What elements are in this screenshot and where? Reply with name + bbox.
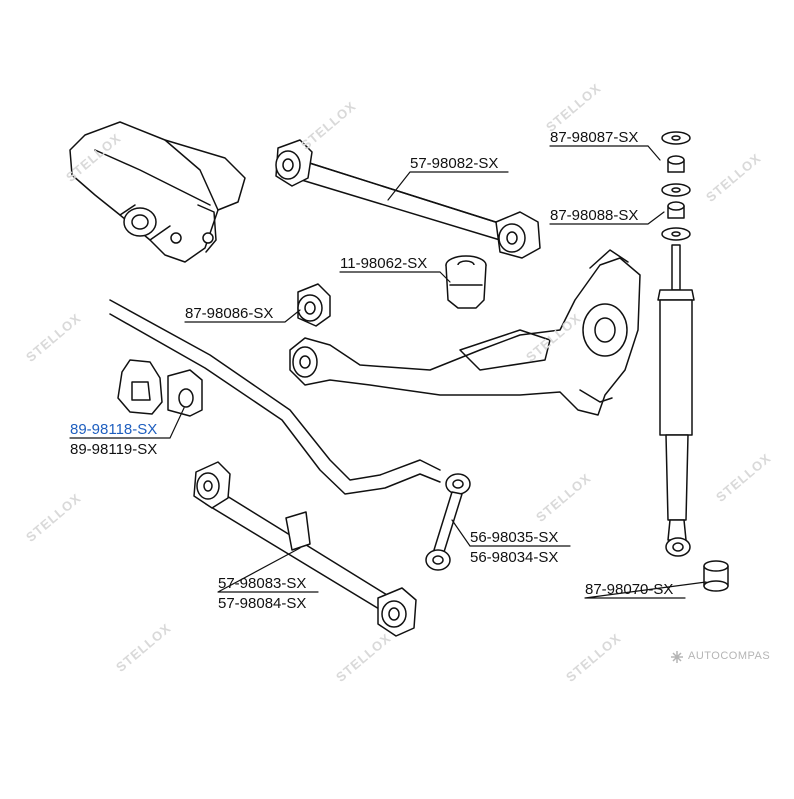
shock-absorber-drawing	[657, 244, 695, 557]
part-label-57-98082-sx[interactable]: 57-98082-SX	[410, 155, 499, 172]
stabilizer-bush-drawing	[167, 369, 203, 417]
stabilizer-bracket-drawing	[117, 359, 163, 415]
part-label-57-98084-sx[interactable]: 57-98084-SX	[218, 595, 307, 612]
leader-lines	[69, 145, 707, 599]
stabilizer-bar-drawing	[109, 299, 441, 495]
part-label-57-98083-sx[interactable]: 57-98083-SX	[218, 575, 307, 592]
part-label-56-98035-sx[interactable]: 56-98035-SX	[470, 529, 559, 546]
part-label-89-98119-sx[interactable]: 89-98119-SX	[70, 441, 158, 458]
part-label-87-98086-sx[interactable]: 87-98086-SX	[185, 305, 274, 322]
autocompas-logo-icon	[669, 649, 685, 665]
upper-arm-drawing	[275, 139, 541, 259]
credit-autocompas: AUTOCOMPAS	[688, 650, 771, 662]
shock-top-washers-drawing	[661, 131, 691, 241]
lower-arm-drawing	[193, 461, 417, 637]
shock-lower-bush-drawing	[703, 560, 729, 592]
arm-bush-drawing	[445, 255, 487, 309]
stabilizer-link-drawing	[425, 473, 471, 571]
part-label-87-98088-sx[interactable]: 87-98088-SX	[550, 207, 639, 224]
part-label-11-98062-sx[interactable]: 11-98062-SX	[340, 255, 428, 272]
axle-beam-drawing	[69, 121, 246, 263]
part-label-87-98087-sx[interactable]: 87-98087-SX	[550, 129, 639, 146]
part-label-87-98070-sx[interactable]: 87-98070-SX	[585, 581, 674, 598]
part-label-56-98034-sx[interactable]: 56-98034-SX	[470, 549, 559, 566]
trailing-arm-bush-drawing	[297, 283, 331, 327]
knuckle-drawing	[289, 249, 641, 416]
part-label-89-98118-sx[interactable]: 89-98118-SX	[70, 421, 158, 438]
